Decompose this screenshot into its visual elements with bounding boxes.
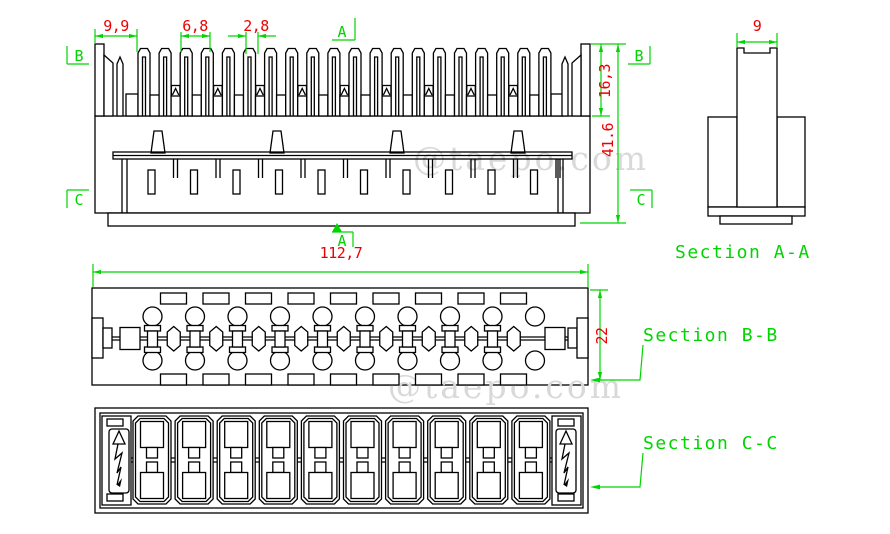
label-section-bb: Section B-B bbox=[643, 325, 779, 346]
label-section-aa: Section A-A bbox=[675, 242, 811, 263]
dim-6-8: 6,8 bbox=[182, 17, 208, 35]
leader-section-bb bbox=[600, 344, 644, 381]
arrester-panel-right bbox=[551, 415, 582, 506]
leader-section-cc bbox=[600, 452, 644, 488]
section-bb-details bbox=[91, 292, 589, 386]
dimension-graphics bbox=[66, 18, 778, 490]
arrester-panel-left bbox=[101, 415, 132, 506]
locating-bump bbox=[150, 130, 166, 154]
section-cc-view bbox=[94, 407, 589, 514]
marker-c-right: C bbox=[636, 191, 645, 209]
dimension-texts: 9,9 6,8 2,8 16,3 41.6 9 112,7 22 bbox=[103, 17, 762, 345]
dim-2-8: 2,8 bbox=[243, 17, 269, 35]
marker-c-left: C bbox=[74, 191, 83, 209]
marker-a-top: A bbox=[337, 23, 346, 41]
contact-comb bbox=[137, 47, 552, 117]
marker-b-right: B bbox=[634, 47, 643, 65]
lightning-bolt-icon bbox=[111, 429, 127, 487]
section-aa-view bbox=[707, 47, 806, 225]
section-labels: Section A-A Section B-B Section C-C bbox=[643, 242, 811, 454]
marker-a-bottom: A bbox=[337, 232, 346, 250]
label-section-cc: Section C-C bbox=[643, 433, 779, 454]
contact-chain bbox=[142, 292, 546, 386]
dim-41-6: 41.6 bbox=[599, 122, 617, 157]
locating-bump bbox=[389, 130, 405, 154]
lightning-bolt-icon bbox=[558, 429, 574, 487]
locating-bump bbox=[510, 130, 526, 154]
watermark-bottom: @taepo.com bbox=[388, 367, 624, 406]
end-blade bbox=[561, 55, 569, 117]
dim-9: 9 bbox=[753, 17, 762, 35]
dim-9-9: 9,9 bbox=[103, 17, 129, 35]
end-blade bbox=[103, 53, 114, 117]
locating-bump bbox=[269, 130, 285, 154]
terminal-cells bbox=[132, 415, 551, 505]
dim-112-7: 112,7 bbox=[320, 244, 363, 262]
front-view-details bbox=[103, 47, 582, 213]
marker-b-left: B bbox=[74, 47, 83, 65]
wire-guides bbox=[147, 159, 561, 195]
end-blade bbox=[571, 53, 582, 117]
dim-22: 22 bbox=[593, 327, 611, 344]
end-blade bbox=[116, 55, 124, 117]
dim-16-3: 16,3 bbox=[596, 64, 614, 98]
section-markers: A A B B C C bbox=[74, 23, 645, 250]
